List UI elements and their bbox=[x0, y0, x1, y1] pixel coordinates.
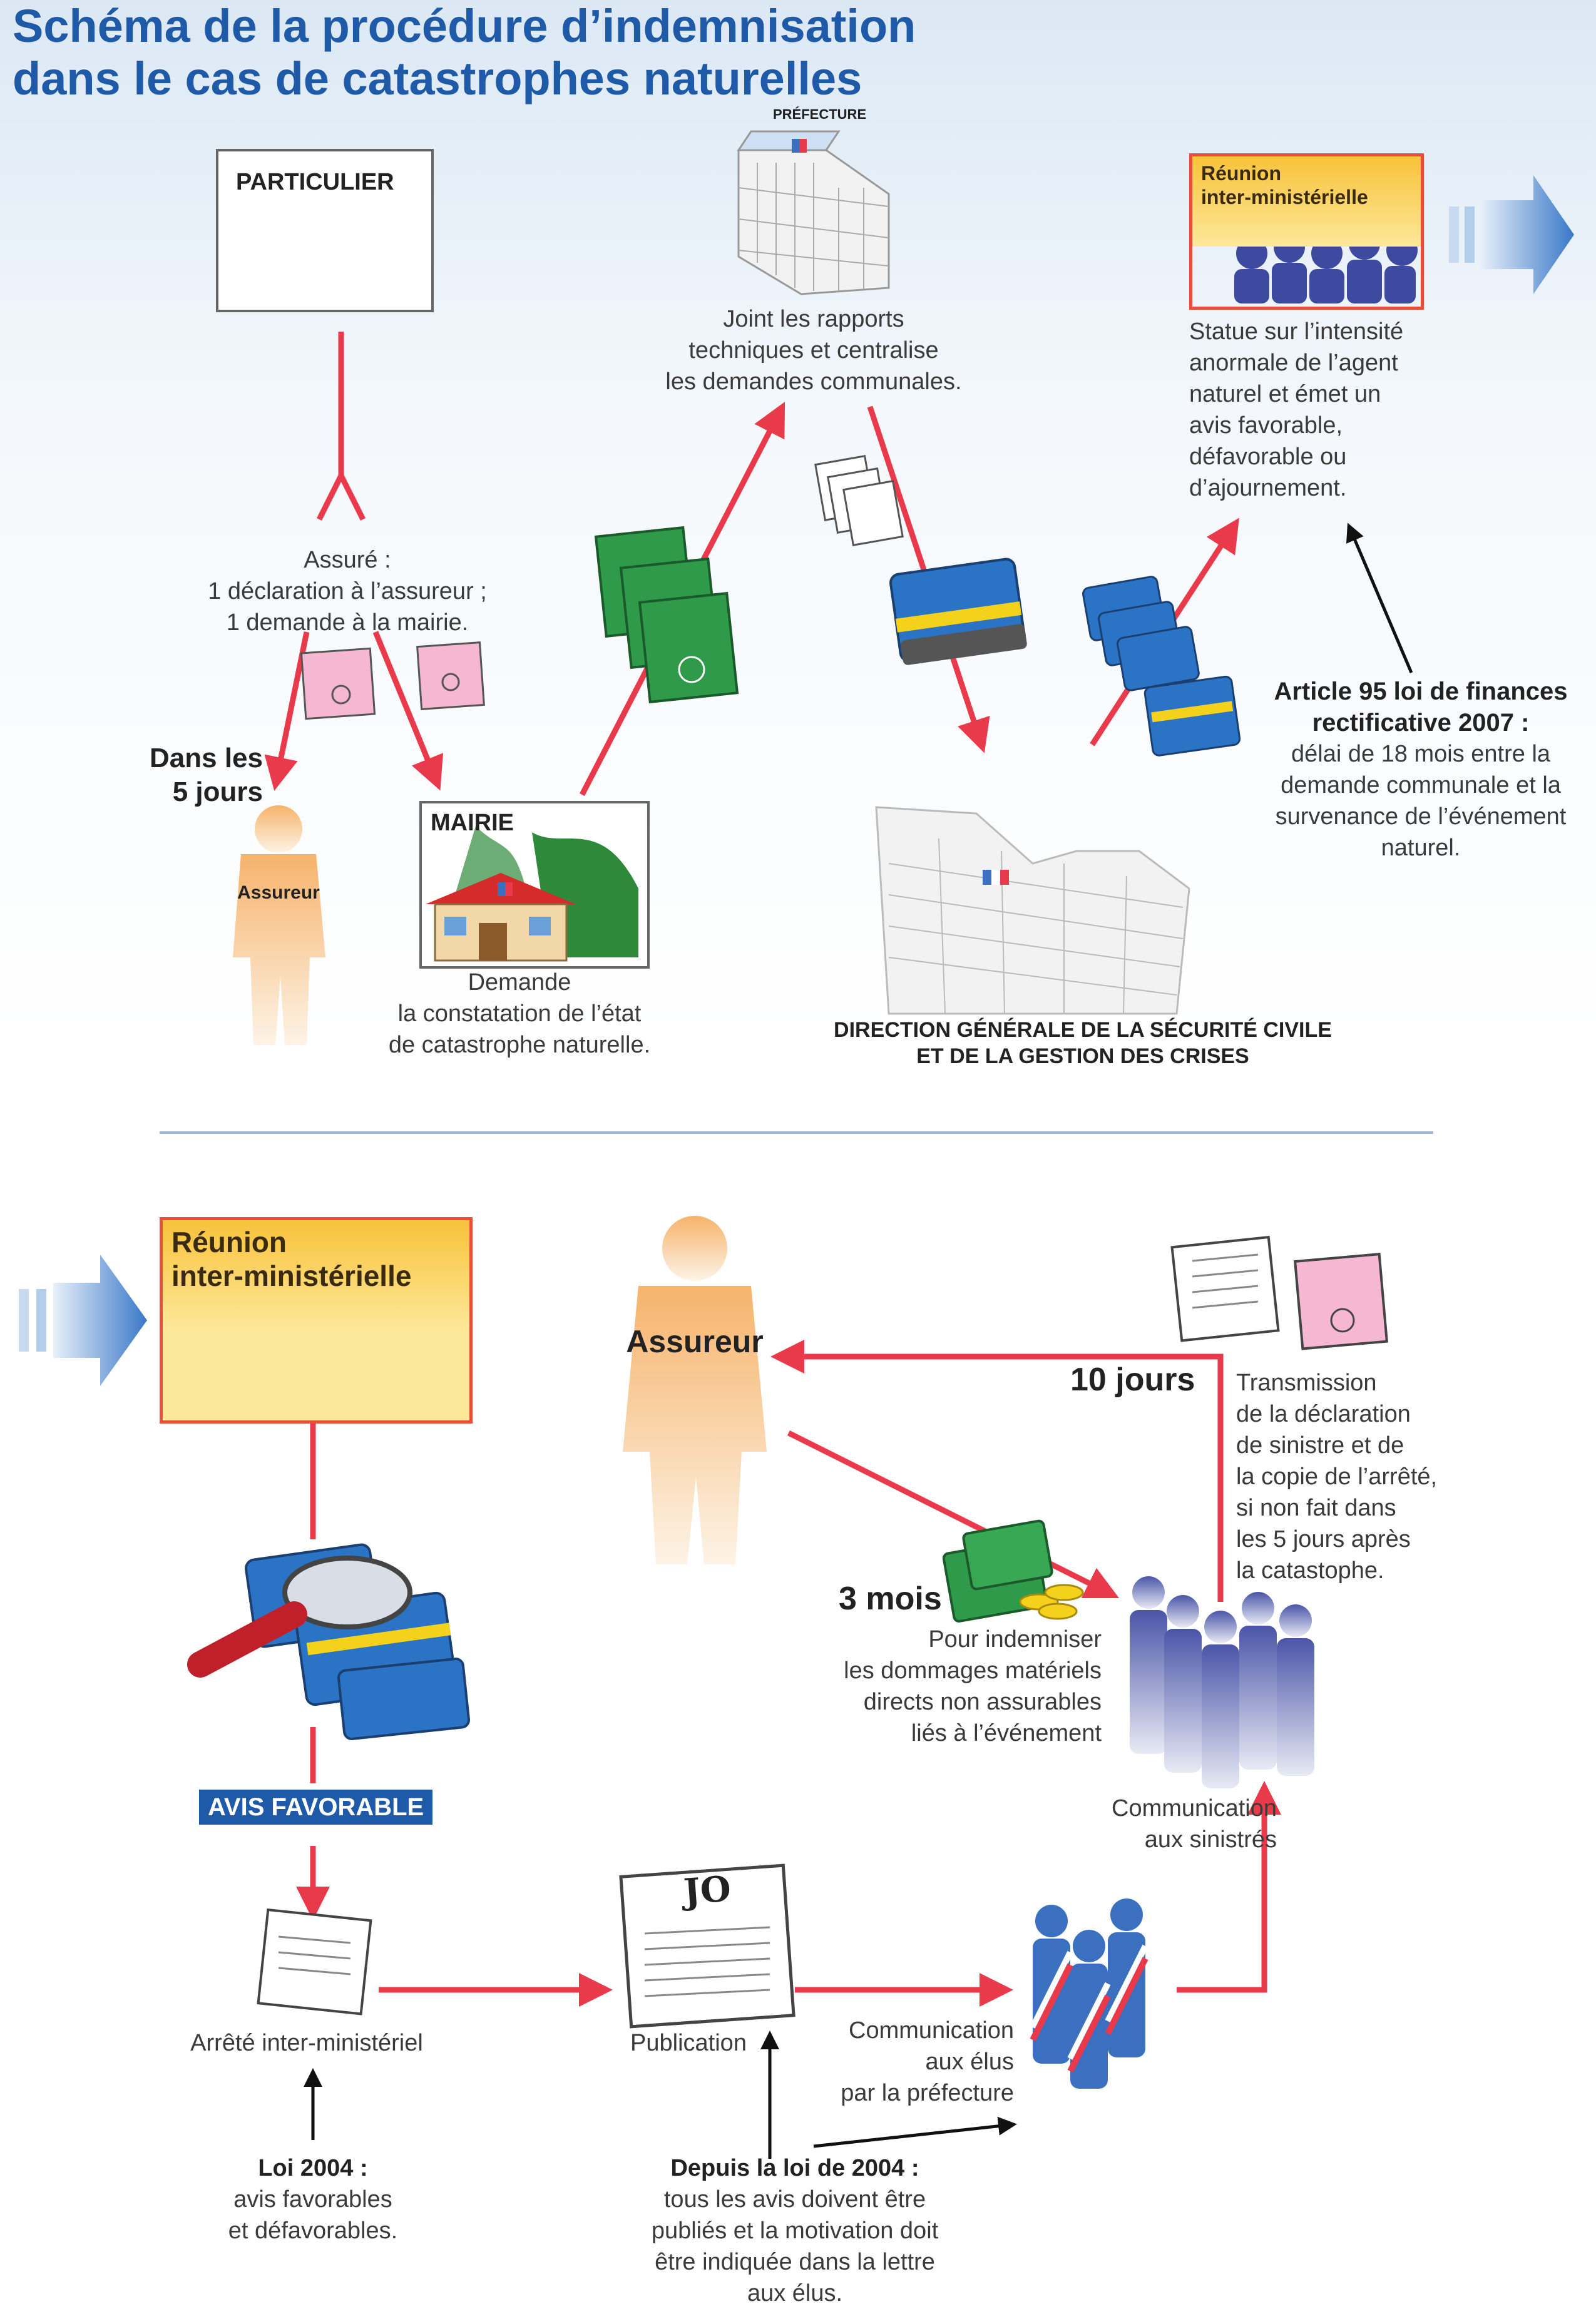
assure-text: Assuré : 1 déclaration à l’assureur ; 1 … bbox=[208, 547, 487, 636]
magnifier-folders-icon bbox=[187, 1543, 471, 1740]
blue-folders-stack-icon bbox=[1082, 576, 1241, 757]
reunion-card-bottom: Réunion inter-ministérielle bbox=[160, 1217, 473, 1424]
title-line-1: Schéma de la procédure d’indemnisation bbox=[13, 0, 916, 52]
white-documents-icon bbox=[814, 455, 904, 546]
particulier-label: PARTICULIER bbox=[236, 169, 394, 195]
arrete-label: Arrêté inter-ministériel bbox=[190, 2030, 423, 2056]
blue-folder-icon bbox=[889, 558, 1027, 665]
dgscgc-building-icon bbox=[875, 806, 1190, 1015]
arrow-assureur-to-sinistres bbox=[787, 1430, 1120, 1599]
prefecture-text: Joint les rapports techniques et central… bbox=[665, 306, 962, 395]
assureur-large-silhouette-icon bbox=[623, 1216, 767, 1564]
reunion-card-top: Réunion inter-ministérielle bbox=[1189, 153, 1424, 310]
money-icon bbox=[942, 1519, 1084, 1623]
communication-sinistres-text: Communication aux sinistrés bbox=[1112, 1795, 1277, 1853]
loi-2004: Loi 2004 : avis favorables et défavorabl… bbox=[228, 2155, 398, 2244]
avis-favorable-badge: AVIS FAVORABLE bbox=[199, 1790, 433, 1825]
mairie-building-icon bbox=[419, 807, 645, 964]
delai-5-jours: Dans les 5 jours bbox=[150, 743, 263, 807]
dgscgc-label: DIRECTION GÉNÉRALE DE LA SÉCURITÉ CIVILE… bbox=[834, 1018, 1332, 1068]
particulier-card: PARTICULIER bbox=[216, 149, 434, 312]
title-line-2: dans le cas de catastrophes naturelles bbox=[13, 53, 862, 104]
sinistres-crowd-icon bbox=[1130, 1576, 1314, 1788]
article-95: Article 95 loi de finances rectificative… bbox=[1274, 678, 1568, 861]
mairie-label: MAIRIE bbox=[431, 810, 514, 836]
arrow-sinistres-to-assureur bbox=[770, 1340, 1224, 1602]
depuis-loi-2004: Depuis la loi de 2004 : tous les avis do… bbox=[651, 2155, 939, 2306]
document-icon bbox=[1170, 1235, 1389, 1350]
arrow-to-mairie bbox=[372, 631, 443, 791]
transmission-text: Transmission de la déclaration de sinist… bbox=[1236, 1370, 1438, 1584]
green-documents-icon bbox=[594, 526, 739, 704]
prefecture-building-icon bbox=[737, 130, 890, 295]
dix-jours-label: 10 jours bbox=[1070, 1362, 1195, 1398]
reunion-bottom-label-line-2: inter-ministérielle bbox=[171, 1260, 412, 1292]
jo-label: JO bbox=[682, 1868, 732, 1913]
assureur-label-bottom: Assureur bbox=[626, 1324, 764, 1359]
pink-document-icon bbox=[300, 641, 485, 720]
trois-mois-label: 3 mois bbox=[839, 1581, 942, 1617]
prefecture-label: PRÉFECTURE bbox=[773, 106, 867, 122]
blue-arrow-right-icon bbox=[1449, 175, 1574, 294]
mairie-text: Demande la constatation de l’état de cat… bbox=[388, 969, 651, 1058]
arrow-particulier-split bbox=[316, 332, 366, 521]
reunion-label-line-1: Réunion bbox=[1201, 162, 1281, 185]
bottom-arrows bbox=[296, 1340, 1281, 2007]
arrow-article-to-reunion bbox=[1346, 522, 1413, 673]
reunion-label-line-2: inter-ministérielle bbox=[1201, 186, 1368, 208]
communication-elus-text: Communication aux élus par la préfecture bbox=[841, 2017, 1014, 2106]
arrow-elus-to-sinistres bbox=[1177, 1781, 1281, 1993]
reunion-bottom-label-line-1: Réunion bbox=[171, 1226, 287, 1258]
assureur-silhouette-icon bbox=[233, 805, 325, 1045]
mairie-card: MAIRIE bbox=[419, 801, 650, 969]
blue-arrow-left-icon bbox=[19, 1255, 147, 1386]
indemniser-text: Pour indemniser les dommages matériels d… bbox=[844, 1626, 1102, 1746]
elus-with-sashes-icon bbox=[1030, 1898, 1148, 2089]
arrow-depuis-to-elus bbox=[813, 2116, 1017, 2148]
page-title: Schéma de la procédure d’indemnisation d… bbox=[13, 0, 916, 105]
reunion-text: Statue sur l’intensité anormale de l’age… bbox=[1189, 319, 1404, 501]
journal-officiel-icon bbox=[619, 1863, 795, 2029]
arrete-document-icon bbox=[257, 1908, 372, 2016]
assureur-label-top: Assureur bbox=[237, 882, 320, 903]
publication-label: Publication bbox=[630, 2030, 747, 2056]
